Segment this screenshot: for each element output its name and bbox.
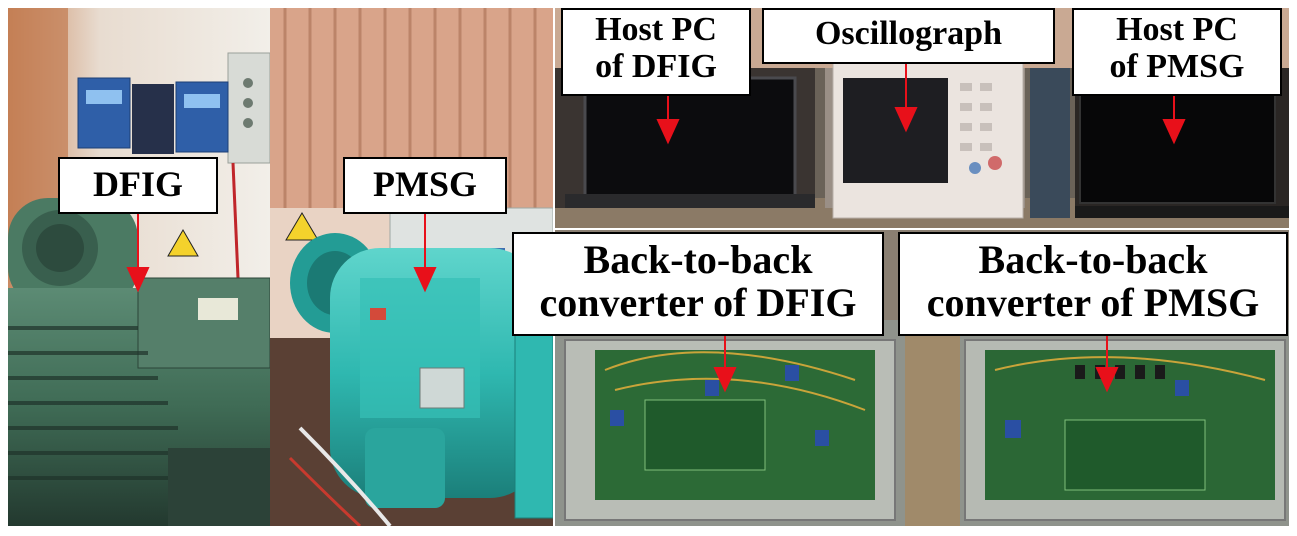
converter-dfig-label: Back-to-back converter of DFIG <box>512 232 884 336</box>
pmsg-label-text: PMSG <box>373 164 477 204</box>
converter-dfig-label-line2: converter of DFIG <box>539 280 857 326</box>
converter-dfig-label-line1: Back-to-back <box>583 237 813 282</box>
converter-boards-scene <box>555 230 1289 526</box>
dfig-scene <box>8 8 270 526</box>
host-pc-pmsg-label-line1: Host PC <box>1116 11 1238 48</box>
back-to-back-converters-photo <box>555 230 1289 526</box>
pmsg-label: PMSG <box>343 157 507 214</box>
converter-pmsg-label-line2: converter of PMSG <box>926 280 1260 326</box>
oscillograph-label-text: Oscillograph <box>814 15 1003 52</box>
dfig-label: DFIG <box>58 157 218 214</box>
host-pc-pmsg-label: Host PC of PMSG <box>1072 8 1282 96</box>
dfig-label-text: DFIG <box>93 164 183 204</box>
host-pc-dfig-label-line2: of DFIG <box>595 47 717 85</box>
converter-pmsg-label-line1: Back-to-back <box>978 237 1208 282</box>
host-pc-pmsg-label-line2: of PMSG <box>1109 47 1245 85</box>
dfig-photo <box>8 8 270 526</box>
host-pc-dfig-label-line1: Host PC <box>595 11 717 48</box>
pmsg-scene <box>270 8 553 526</box>
pmsg-photo <box>270 8 553 526</box>
oscillograph-label: Oscillograph <box>762 8 1055 64</box>
host-pc-dfig-label: Host PC of DFIG <box>561 8 751 96</box>
converter-pmsg-label: Back-to-back converter of PMSG <box>898 232 1288 336</box>
